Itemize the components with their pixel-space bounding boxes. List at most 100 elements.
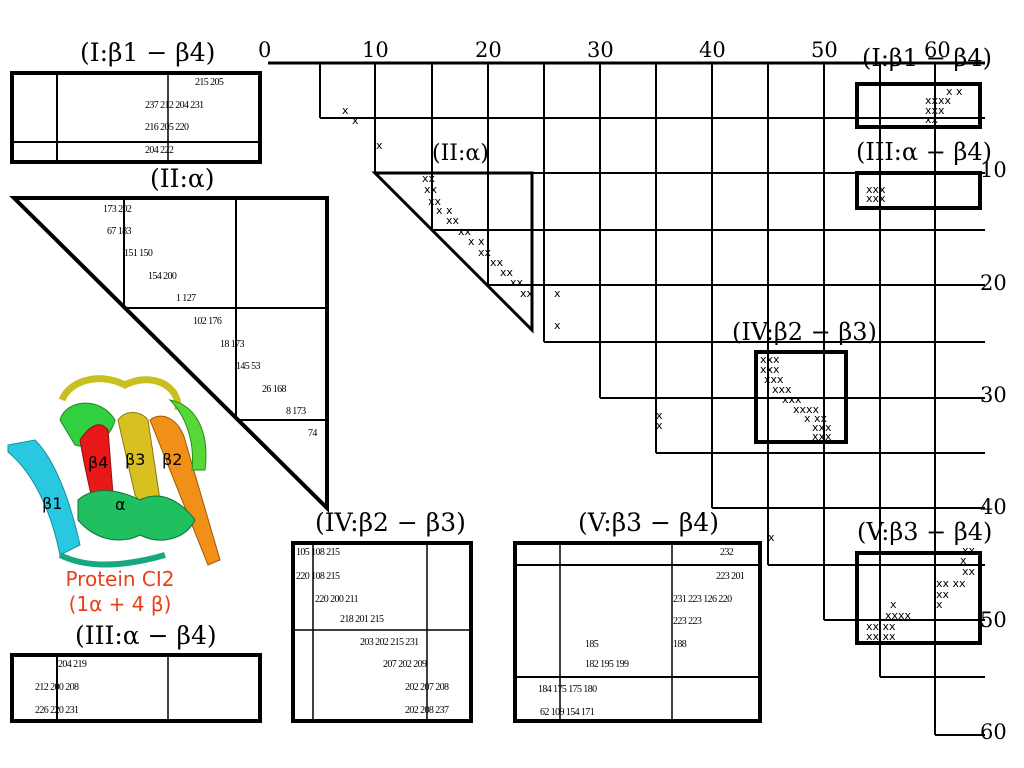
contact-mark: xx [962, 565, 976, 578]
panel-iv-cell: 105 108 215 [296, 547, 340, 558]
label-iii-alpha-beta4: (III:α − β4) [75, 621, 217, 650]
contact-mark: xx [424, 183, 438, 196]
contact-mark: x [890, 598, 897, 611]
panel-iv-cell: 203 202 215 231 [360, 637, 419, 648]
panel-ii-cell: 74 [308, 428, 317, 439]
caption-line2: (1α + 4 β) [68, 592, 172, 616]
contact-mark: xx [962, 544, 976, 557]
panel-i-cell: 237 212 204 231 [145, 100, 204, 111]
right-tick-30: 30 [980, 383, 1007, 407]
contact-mark: xx [458, 225, 472, 238]
contact-mark: x [656, 409, 663, 422]
contact-mark: xxxx [925, 94, 952, 107]
contact-mark: x [768, 531, 775, 544]
contact-mark: x x [468, 235, 485, 248]
contact-mark: x [936, 598, 943, 611]
protein-label-beta3: β3 [125, 450, 146, 469]
panel-ii-cell: 102 176 [193, 316, 222, 327]
top-tick-20: 20 [475, 38, 502, 62]
right-tick-40: 40 [980, 495, 1007, 519]
protein-label-beta2: β2 [162, 450, 183, 469]
contact-mark: xxxx [793, 403, 820, 416]
panel-i-cell: 204 222 [145, 145, 174, 156]
contact-mark: x [376, 139, 383, 152]
contact-mark: xx [520, 287, 534, 300]
contact-mark: x x [946, 85, 963, 98]
panel-v-cell: 223 223 [673, 616, 702, 627]
contact-mark: x [342, 104, 349, 117]
panel-ii-cell: 154 200 [148, 271, 177, 282]
panel-iii-cell: 204 219 [58, 659, 87, 670]
contact-mark: x [960, 554, 967, 567]
contact-mark: xx [446, 214, 460, 227]
contact-mark: xx [490, 256, 504, 269]
map-label-iii-alpha-beta4: (III:α − β4) [856, 138, 992, 166]
label-iv-beta2-beta3: (IV:β2 − β3) [315, 508, 466, 537]
right-tick-20: 20 [980, 271, 1007, 295]
contact-mark: xxx [772, 383, 792, 396]
contact-mark: xxx [866, 192, 886, 205]
panel-v-cell: 184 175 175 180 [538, 684, 597, 695]
contact-mark: xx [510, 276, 524, 289]
panel-iv-cell: 220 200 211 [315, 594, 359, 605]
protein-label-beta4: β4 [88, 453, 109, 472]
panel-v-cell: 231 223 126 220 [673, 594, 732, 605]
label-v-beta3-beta4: (V:β3 − β4) [578, 508, 720, 537]
top-tick-0: 0 [258, 38, 272, 62]
protein-caption: Protein CI2 (1α + 4 β) [35, 567, 205, 617]
top-tick-30: 30 [587, 38, 614, 62]
contact-mark: xxx [782, 393, 802, 406]
right-tick-10: 10 [980, 158, 1007, 182]
contact-mark: xx [925, 113, 939, 126]
panel-ii-cell: 145 53 [236, 361, 261, 372]
contact-mark: x xx [804, 412, 828, 425]
contact-mark: x [352, 114, 359, 127]
panel-v-cell: 185 [585, 639, 599, 650]
panel-iv-cell: 207 202 209 [383, 659, 427, 670]
contact-mark: x [656, 419, 663, 432]
contact-mark: x [554, 287, 561, 300]
label-ii-alpha: (II:α) [150, 164, 215, 193]
panel-v-cell: 232 [720, 547, 734, 558]
contact-mark: xx xx [866, 620, 896, 633]
panel-ii-cell: 67 183 [107, 226, 132, 237]
right-tick-50: 50 [980, 608, 1007, 632]
contact-mark: xx [478, 246, 492, 259]
map-label-i-beta1-beta4: (I:β1 − β4) [862, 44, 992, 72]
contact-mark: xxx [812, 421, 832, 434]
panel-v-cell: 188 [673, 639, 687, 650]
panel-ii-cell: 8 173 [286, 406, 306, 417]
contact-mark: x [554, 319, 561, 332]
contact-mark: xx xx [936, 577, 966, 590]
map-label-iv-beta2-beta3: (IV:β2 − β3) [732, 318, 877, 346]
map-label-ii-alpha: (II:α) [432, 141, 489, 166]
panel-i-cell: 215 205 [195, 77, 224, 88]
panel-iii-cell: 212 200 208 [35, 682, 79, 693]
contact-mark: xx [422, 172, 436, 185]
contact-mark: xxx [866, 183, 886, 196]
panel-ii-cell: 18 173 [220, 339, 245, 350]
contact-mark: xx [936, 588, 950, 601]
contact-mark: xx [500, 266, 514, 279]
panel-ii-cell: 26 168 [262, 384, 287, 395]
panel-ii-cell: 1 127 [176, 293, 196, 304]
panel-ii-cell: 173 202 [103, 204, 132, 215]
panel-iv-cell: 218 201 215 [340, 614, 384, 625]
contact-mark: xxx [760, 363, 780, 376]
panel-v-cell: 62 109 154 171 [540, 707, 595, 718]
map-label-v-beta3-beta4: (V:β3 − β4) [857, 518, 993, 546]
panel-iv-cell: 220 108 215 [296, 571, 340, 582]
panel-v-cell: 182 195 199 [585, 659, 629, 670]
contact-mark: xxx [760, 353, 780, 366]
panel-i-cell: 216 205 220 [145, 122, 189, 133]
panel-ii-cell: 151 150 [124, 248, 153, 259]
top-tick-40: 40 [699, 38, 726, 62]
contact-mark: xx xx [866, 630, 896, 643]
top-tick-60: 60 [924, 38, 951, 62]
caption-line1: Protein CI2 [65, 567, 175, 591]
panel-iii-cell: 226 220 231 [35, 705, 79, 716]
top-tick-10: 10 [362, 38, 389, 62]
right-tick-60: 60 [980, 720, 1007, 744]
contact-mark: xx [428, 195, 442, 208]
